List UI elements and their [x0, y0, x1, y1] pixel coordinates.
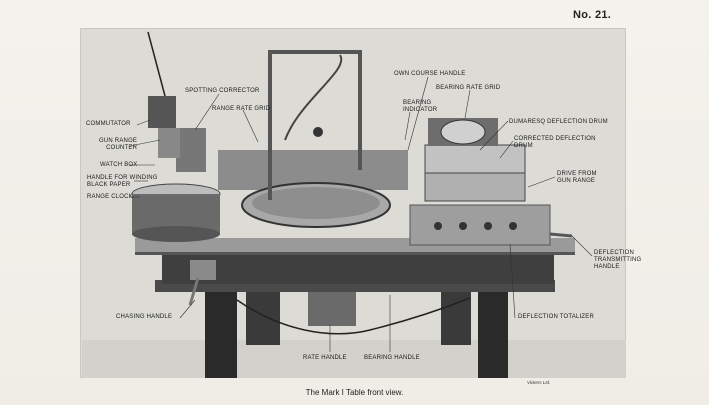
totalizer-knob: [459, 222, 467, 230]
label-deflection-transmitting-handle: DEFLECTION TRANSMITTING HANDLE: [594, 250, 642, 270]
totalizer-knob: [509, 222, 517, 230]
spotting-corrector: [176, 128, 206, 172]
leader-lines: [129, 76, 593, 352]
label-range-clock: RANGE CLOCK: [87, 194, 133, 200]
chasing-handle-shaft: [188, 277, 200, 306]
corrected-deflection-drum: [424, 144, 526, 174]
label-chasing-handle: CHASING HANDLE: [116, 314, 173, 320]
gantry: [268, 50, 362, 200]
table-leg: [478, 285, 508, 378]
photo-credit: Vickers Ltd.: [527, 380, 551, 385]
label-spotting-corrector: SPOTTING CORRECTOR: [185, 88, 260, 94]
range-clock-base: [132, 226, 220, 242]
gun-range-counter: [158, 128, 180, 158]
label-watch-box: WATCH BOX: [100, 162, 138, 168]
label-bearing-handle: BEARING HANDLE: [364, 355, 420, 361]
label-bearing-indicator: BEARING INDICATOR: [403, 100, 438, 113]
tabletop-edge: [135, 252, 575, 255]
label-gun-range-counter: GUN RANGE COUNTER: [99, 138, 138, 151]
label-range-rate-grid: RANGE RATE GRID: [212, 106, 271, 112]
deflection-totalizer: [409, 204, 551, 246]
totalizer-knob: [484, 222, 492, 230]
commutator-antenna: [147, 31, 166, 97]
label-corrected-deflection-drum: CORRECTED DEFLECTION DRUM: [514, 136, 596, 149]
label-handle-winding-black-paper: HANDLE FOR WINDING BLACK PAPER: [87, 175, 158, 188]
label-commutator: COMMUTATOR: [86, 121, 131, 127]
plotting-table-inner: [252, 187, 380, 219]
table-leg: [205, 285, 237, 378]
dumaresq-deflection-drum: [424, 172, 526, 202]
label-rate-handle: RATE HANDLE: [303, 355, 347, 361]
totalizer-knob: [434, 222, 442, 230]
rate-box: [308, 292, 356, 326]
table-leg: [441, 285, 471, 345]
label-deflection-totalizer: DEFLECTION TOTALIZER: [518, 314, 595, 320]
floor-shadow: [82, 340, 626, 378]
label-dumaresq-deflection-drum: DUMARESQ DEFLECTION DRUM: [509, 119, 608, 125]
deflection-transmitting-handle: [549, 232, 573, 238]
commutator: [148, 96, 176, 128]
main-frame: [162, 250, 554, 284]
chasing-handle-bracket: [190, 260, 216, 280]
figure-caption: The Mark I Table front view.: [305, 388, 404, 397]
bearing-rate-grid-dial: [440, 119, 486, 145]
label-own-course-handle: OWN COURSE HANDLE: [394, 71, 466, 77]
cable: [236, 297, 471, 335]
plate-number: No. 21.: [573, 9, 612, 21]
label-drive-from-gun-range: DRIVE FROM GUN RANGE: [557, 171, 597, 184]
label-bearing-rate-grid: BEARING RATE GRID: [436, 85, 501, 91]
gantry-tube: [284, 54, 343, 141]
own-course-knob: [313, 127, 323, 137]
